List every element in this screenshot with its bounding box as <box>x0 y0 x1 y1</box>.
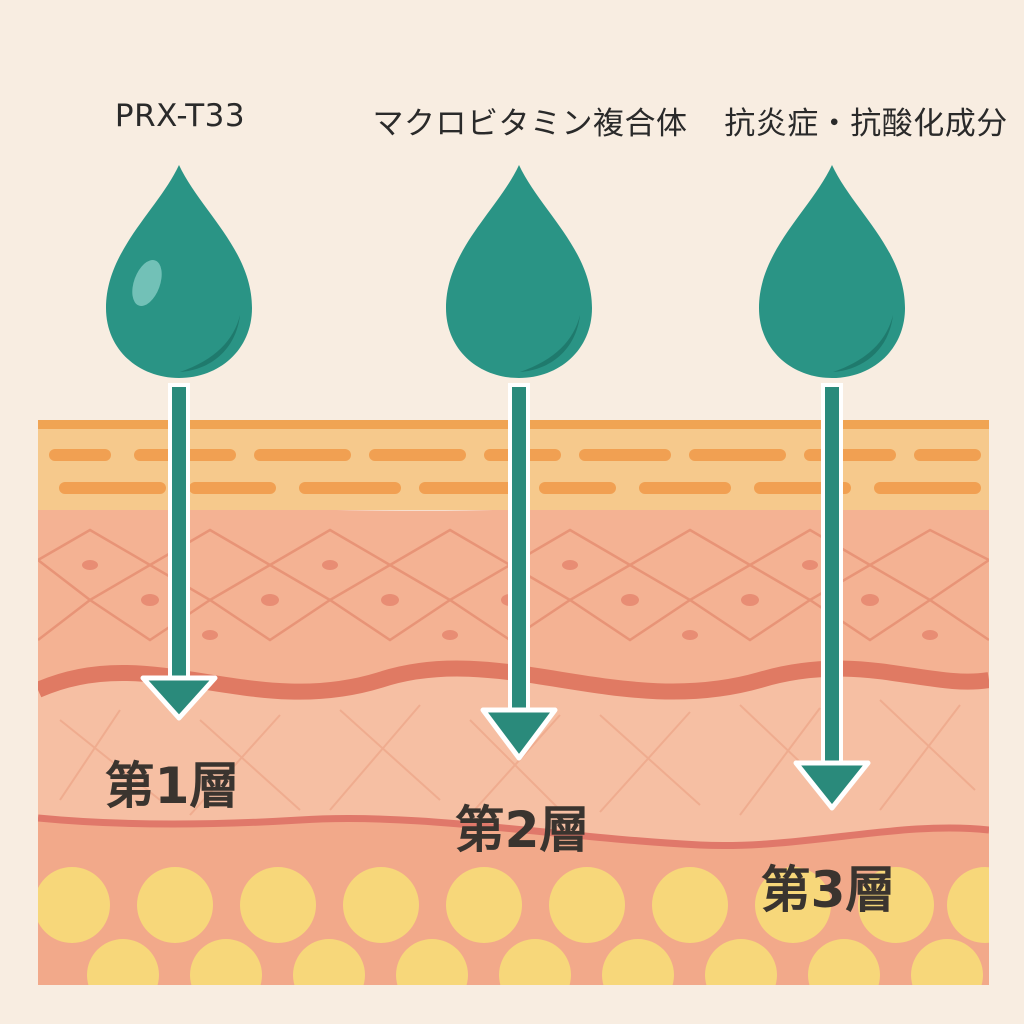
drop-3 <box>759 165 905 378</box>
arrow-head <box>793 760 871 811</box>
drop-icon <box>759 165 905 378</box>
drop-icon <box>106 165 252 378</box>
layer-label-3: 第3層 <box>760 861 896 919</box>
drop-1 <box>106 165 252 378</box>
ingredient-label-prx-t33: PRX-T33 <box>114 98 246 134</box>
ingredient-label-macro-vitamin: マクロビタミン複合体 <box>372 106 688 142</box>
layer-label-2: 第2層 <box>454 801 590 859</box>
arrow-3 <box>793 383 871 811</box>
drop-2 <box>446 165 592 378</box>
layer-label-1: 第1層 <box>104 757 240 815</box>
drop-icon <box>446 165 592 378</box>
dermis-fibers <box>59 699 976 816</box>
arrow-1 <box>140 383 218 721</box>
ingredient-label-anti-inflammatory: 抗炎症・抗酸化成分 <box>724 106 1008 142</box>
arrow-head <box>140 675 218 721</box>
fat-cells <box>38 867 989 985</box>
corneum-stripes <box>49 449 981 494</box>
arrow-2 <box>480 383 558 761</box>
arrow-shaft <box>508 383 530 712</box>
dermis-boundary <box>38 814 989 850</box>
arrow-shaft <box>168 383 190 682</box>
arrow-head <box>480 707 558 761</box>
drop-highlight <box>132 260 162 306</box>
arrow-shaft <box>821 383 843 767</box>
